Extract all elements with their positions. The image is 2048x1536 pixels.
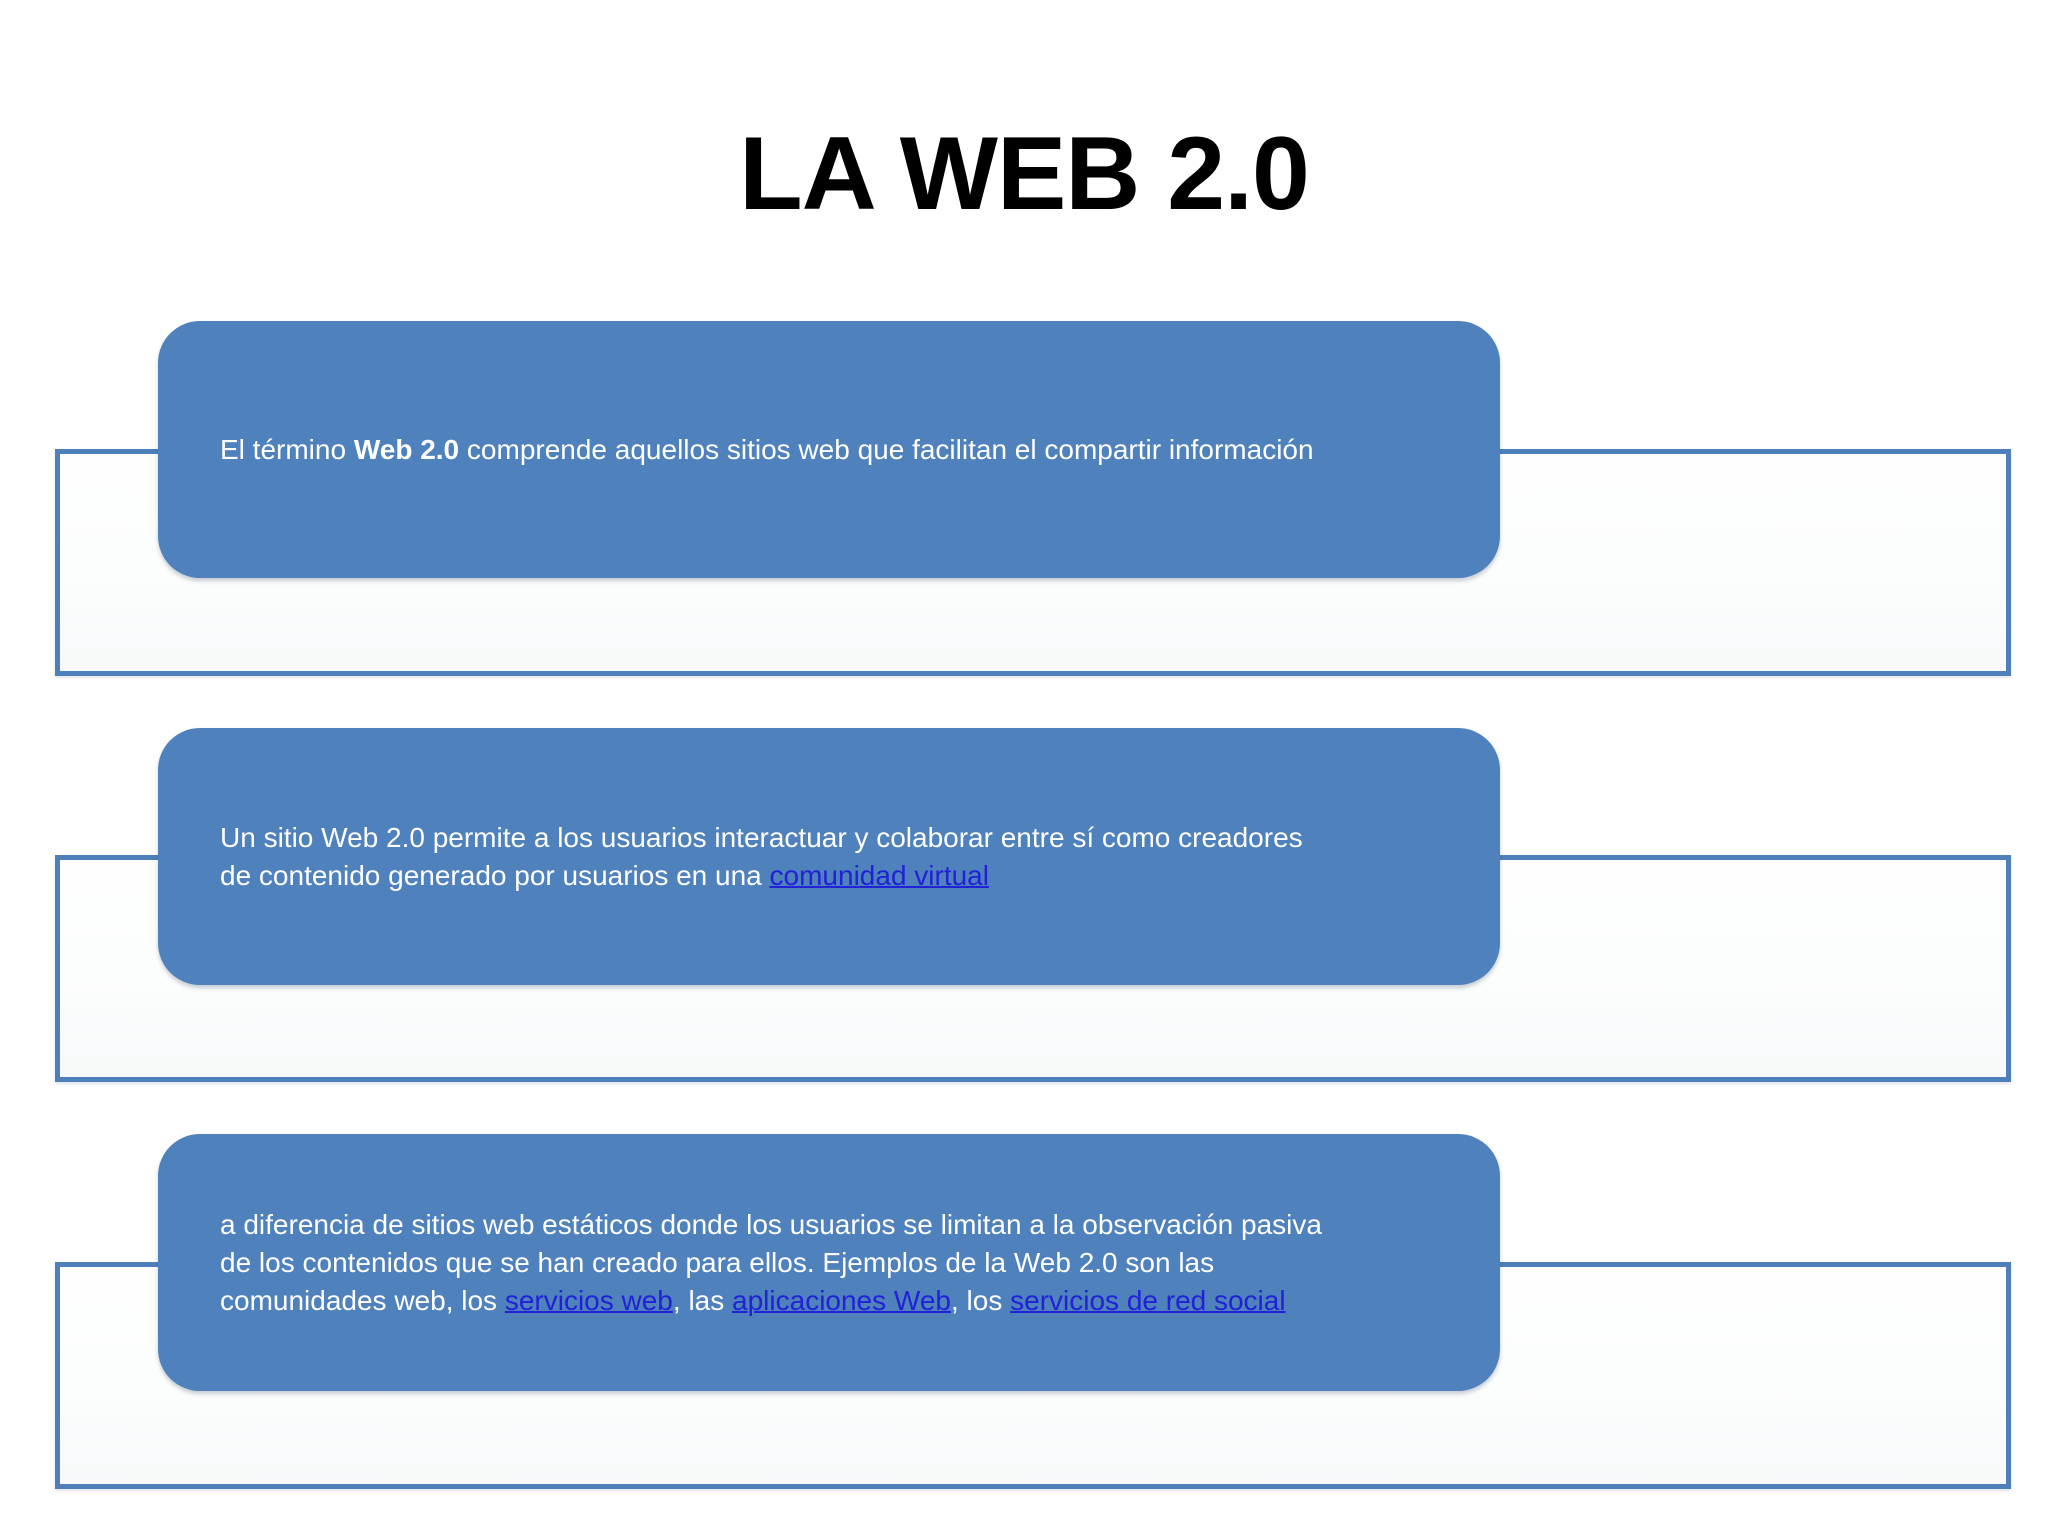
link-servicios-red-social[interactable]: servicios de red social (1010, 1284, 1286, 1316)
text-line: de contenido generado por usuarios en un… (220, 857, 1303, 895)
content-box-2: Un sitio Web 2.0 permite a los usuarios … (158, 728, 1500, 985)
text-segment: comprende aquellos sitios web que facili… (459, 433, 1314, 465)
text-segment-bold: Web 2.0 (353, 433, 460, 465)
text-line: El término Web 2.0 comprende aquellos si… (220, 431, 1314, 469)
slide-title: LA WEB 2.0 (739, 116, 1310, 232)
text-line: Un sitio Web 2.0 permite a los usuarios … (220, 819, 1303, 857)
link-comunidad-virtual[interactable]: comunidad virtual (769, 859, 989, 891)
text-segment: , las (672, 1284, 733, 1316)
content-box-3-text: a diferencia de sitios web estáticos don… (220, 1206, 1322, 1320)
content-box-3: a diferencia de sitios web estáticos don… (158, 1134, 1500, 1391)
link-aplicaciones-web[interactable]: aplicaciones Web (732, 1284, 951, 1316)
content-box-1: El término Web 2.0 comprende aquellos si… (158, 321, 1500, 578)
text-line: de los contenidos que se han creado para… (220, 1244, 1322, 1282)
content-box-1-text: El término Web 2.0 comprende aquellos si… (220, 431, 1314, 469)
text-segment: Un sitio Web 2.0 permite a los usuarios … (220, 821, 1303, 853)
text-segment: de contenido generado por usuarios en un… (220, 859, 770, 891)
text-line: comunidades web, los servicios web, las … (220, 1282, 1322, 1320)
text-segment: de los contenidos que se han creado para… (220, 1246, 1215, 1278)
text-line: a diferencia de sitios web estáticos don… (220, 1206, 1322, 1244)
text-segment: a diferencia de sitios web estáticos don… (220, 1208, 1322, 1240)
content-box-2-text: Un sitio Web 2.0 permite a los usuarios … (220, 819, 1303, 895)
link-servicios-web[interactable]: servicios web (504, 1284, 673, 1316)
text-segment: El término (220, 433, 354, 465)
text-segment: , los (950, 1284, 1011, 1316)
text-segment: comunidades web, los (220, 1284, 505, 1316)
